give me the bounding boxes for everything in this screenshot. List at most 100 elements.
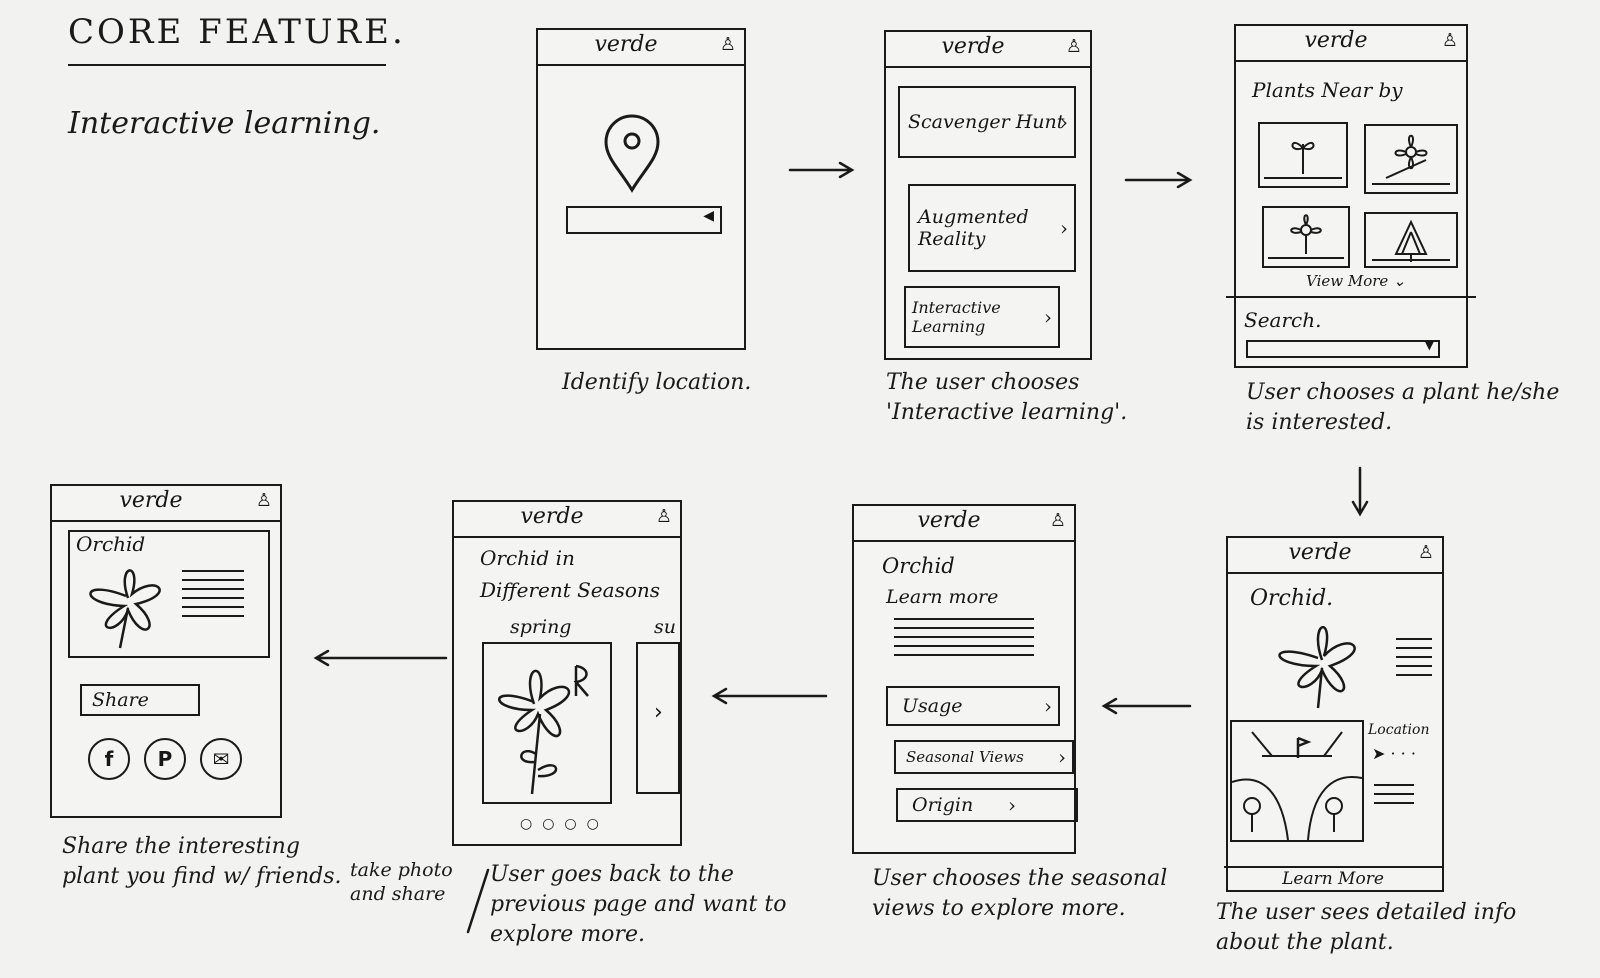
- usage-button[interactable]: Usage ›: [886, 686, 1060, 726]
- view-more-link[interactable]: View More ⌄: [1306, 272, 1406, 290]
- menu-scavenger-hunt-button[interactable]: Scavenger Hunt ›: [898, 86, 1076, 158]
- app-logo: verde: [1288, 540, 1352, 565]
- caption-detail: The user sees detailed info about the pl…: [1216, 900, 1517, 955]
- screen-menu: verde ♙ Scavenger Hunt › Augmented Reali…: [884, 30, 1092, 360]
- learn-subtitle: Learn more: [886, 586, 999, 608]
- share-button[interactable]: Share: [80, 684, 200, 716]
- card-title: Orchid: [76, 532, 146, 556]
- season-photo-card[interactable]: [482, 642, 612, 804]
- app-bar: verde ♙: [886, 32, 1090, 68]
- arrow-icon: [788, 161, 855, 179]
- pinterest-icon[interactable]: P: [144, 738, 186, 780]
- caption-menu: The user chooses 'Interactive learning'.: [886, 370, 1128, 425]
- plant-description-lines: [1396, 638, 1432, 683]
- arrow-icon: [1101, 697, 1192, 715]
- season-label-next: su: [654, 616, 676, 638]
- arrow-icon: [1124, 171, 1193, 189]
- screen-location: verde ♙ ◀: [536, 28, 746, 350]
- location-map[interactable]: [1230, 720, 1364, 842]
- chevron-right-icon: ›: [1008, 793, 1016, 817]
- app-logo: verde: [917, 508, 981, 533]
- origin-button[interactable]: Origin ›: [896, 788, 1078, 822]
- user-icon[interactable]: ♙: [655, 506, 672, 527]
- arrow-icon: [711, 687, 828, 705]
- menu-item-label: Scavenger Hunt: [908, 111, 1065, 133]
- button-label: Seasonal Views: [906, 748, 1024, 766]
- page-subheading: Interactive learning.: [68, 106, 381, 141]
- menu-item-label: Interactive Learning: [912, 298, 1001, 336]
- chevron-right-icon: ›: [1044, 305, 1052, 329]
- user-icon[interactable]: ♙: [1441, 30, 1458, 51]
- learn-more-button[interactable]: Learn More: [1224, 866, 1442, 890]
- user-icon[interactable]: ♙: [1049, 510, 1066, 531]
- app-logo: verde: [520, 504, 584, 529]
- app-logo: verde: [594, 32, 658, 57]
- caption-share: Share the interesting plant you find w/ …: [62, 834, 342, 889]
- arrow-icon: [313, 649, 448, 667]
- button-label: Usage: [902, 695, 963, 717]
- caption-nearby: User chooses a plant he/she is intereste…: [1246, 380, 1560, 435]
- location-arrow-icon: ◀: [703, 208, 714, 224]
- app-bar: verde ♙: [1228, 538, 1442, 574]
- plant-title: Orchid.: [1250, 586, 1334, 611]
- divider-stroke: [466, 868, 490, 934]
- location-label: Location: [1368, 722, 1430, 738]
- caption-learn: User chooses the seasonal views to explo…: [872, 866, 1168, 921]
- next-season-card[interactable]: ›: [636, 642, 680, 794]
- caption-location: Identify location.: [562, 370, 752, 395]
- chevron-down-icon: ⌄: [1393, 272, 1406, 290]
- plant-thumbnail[interactable]: [1262, 206, 1350, 268]
- app-bar: verde ♙: [52, 486, 280, 522]
- app-logo: verde: [119, 488, 183, 513]
- user-icon[interactable]: ♙: [255, 490, 272, 511]
- chevron-right-icon: ›: [1058, 745, 1066, 769]
- caption-seasons: User goes back to the previous page and …: [490, 862, 787, 947]
- screen-detail: verde ♙ Orchid. Location ➤ · · · Learn M…: [1224, 536, 1444, 892]
- app-bar: verde ♙: [854, 506, 1074, 542]
- menu-augmented-reality-button[interactable]: Augmented Reality ›: [908, 184, 1076, 272]
- page-heading: CORE FEATURE.: [68, 12, 406, 52]
- user-icon[interactable]: ♙: [1065, 36, 1082, 57]
- season-label-current: spring: [510, 616, 572, 638]
- orchid-illustration: [1278, 625, 1356, 709]
- app-logo: verde: [1304, 28, 1368, 53]
- app-logo: verde: [941, 34, 1005, 59]
- user-icon[interactable]: ♙: [719, 34, 736, 55]
- chevron-right-icon: ›: [1044, 694, 1052, 718]
- card-description-lines: [182, 570, 244, 624]
- plant-card: Orchid: [68, 530, 270, 658]
- facebook-icon[interactable]: f: [88, 738, 130, 780]
- heading-underline: [68, 64, 386, 66]
- search-arrow-icon: ▼: [1424, 338, 1434, 352]
- mail-icon[interactable]: ✉: [200, 738, 242, 780]
- navigation-arrow-icon: ➤ · · ·: [1372, 744, 1416, 763]
- search-input[interactable]: ▼: [1246, 338, 1440, 358]
- arrow-icon: [1351, 466, 1369, 517]
- screen-seasons: verde ♙ Orchid in Different Seasons spri…: [452, 500, 682, 846]
- nearby-title: Plants Near by: [1252, 78, 1403, 102]
- orchid-illustration: [498, 664, 589, 795]
- user-icon[interactable]: ♙: [1417, 542, 1434, 563]
- screen-nearby: verde ♙ Plants Near by View More ⌄ Searc…: [1226, 24, 1476, 368]
- search-label: Search.: [1244, 308, 1322, 332]
- divider: [1226, 296, 1476, 298]
- location-description-lines: [1374, 784, 1414, 811]
- app-bar: verde ♙: [454, 502, 680, 538]
- map-pin-icon: [604, 114, 660, 193]
- seasons-title: Orchid in Different Seasons: [480, 546, 661, 602]
- learn-title: Orchid: [882, 554, 955, 578]
- menu-item-label: Augmented Reality: [918, 206, 1029, 250]
- learn-description-lines: [894, 618, 1034, 663]
- plant-thumbnail[interactable]: [1364, 212, 1458, 268]
- screen-learn: verde ♙ Orchid Learn more Usage › Season…: [852, 504, 1078, 854]
- carousel-dots[interactable]: ○○○○: [520, 816, 609, 832]
- plant-thumbnail[interactable]: [1258, 122, 1348, 188]
- app-bar: verde ♙: [1236, 26, 1466, 62]
- plant-thumbnail[interactable]: [1364, 124, 1458, 194]
- location-input[interactable]: ◀: [566, 206, 722, 234]
- chevron-right-icon[interactable]: ›: [654, 700, 663, 725]
- seasonal-views-button[interactable]: Seasonal Views ›: [894, 740, 1074, 774]
- screen-share: verde ♙ Orchid Share f P ✉: [50, 484, 282, 818]
- menu-interactive-learning-button[interactable]: Interactive Learning ›: [904, 286, 1060, 348]
